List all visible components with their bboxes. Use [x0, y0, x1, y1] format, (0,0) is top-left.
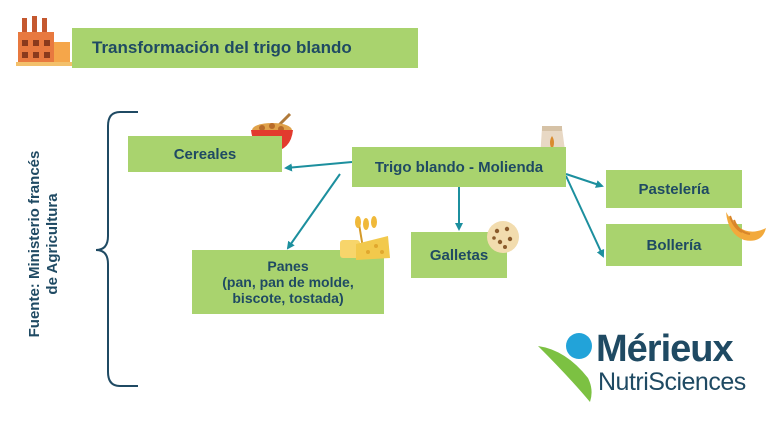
- arrow-to-panes: [286, 173, 341, 250]
- node-cereales: Cereales: [128, 136, 282, 172]
- node-panes: Panes (pan, pan de molde, biscote, tosta…: [192, 250, 384, 314]
- source-line-1: Fuente: Ministerio francés: [26, 150, 43, 338]
- logo-nutrisciences-text: NutriSciences: [598, 368, 746, 396]
- panes-line-1: Panes: [267, 258, 309, 274]
- page-title: Transformación del trigo blando: [72, 28, 418, 68]
- node-pasteleria: Pastelería: [606, 170, 742, 208]
- logo-merieux-text: Mérieux: [596, 328, 734, 370]
- node-trigo-blando: Trigo blando - Molienda: [352, 147, 566, 187]
- logo-leaf-shape: [538, 346, 592, 402]
- source-line-2: de Agricultura: [44, 193, 61, 295]
- source-note: Fuente: Ministerio francés de Agricultur…: [26, 114, 66, 374]
- arrow-to-bolleria: [565, 175, 605, 258]
- arrow-to-cereales: [284, 161, 353, 172]
- curly-bracket: [95, 111, 138, 387]
- croissant-icon: [726, 212, 766, 241]
- cookie-icon: [487, 221, 519, 253]
- panes-line-3: biscote, tostada): [232, 290, 344, 306]
- arrow-to-pasteleria: [565, 173, 604, 188]
- panes-line-2: (pan, pan de molde,: [222, 274, 354, 290]
- node-bolleria: Bollería: [606, 224, 742, 266]
- logo-dot: [566, 333, 592, 359]
- bread-wheat-icon: [340, 216, 390, 260]
- factory-icon: [16, 16, 72, 66]
